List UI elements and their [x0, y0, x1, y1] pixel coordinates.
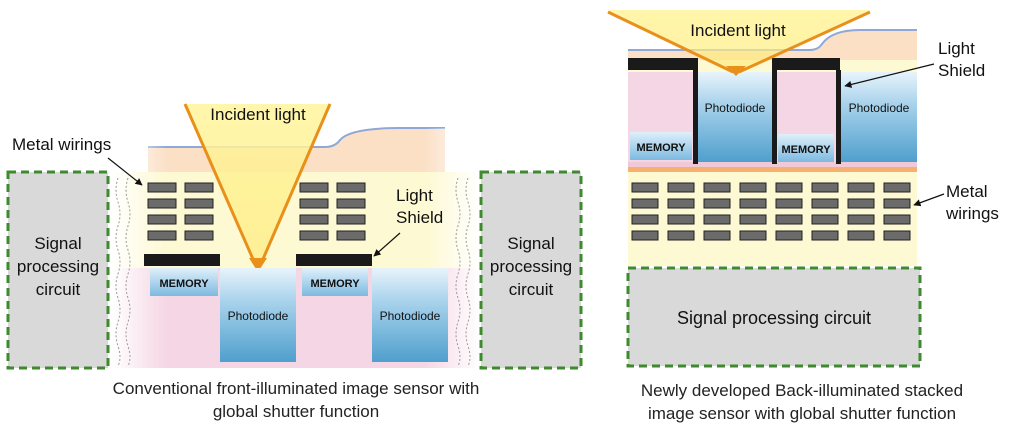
left-photodiode-2-label: Photodiode [380, 309, 441, 323]
right-photodiode-2-label: Photodiode [849, 101, 910, 115]
right-diagram: MEMORY MEMORY Photodiode Photodiode Sign… [607, 10, 999, 423]
right-light-arrowhead [726, 66, 746, 76]
left-signal-circuit-2-line2: processing [490, 257, 572, 276]
left-memory-2 [302, 268, 368, 296]
left-caption-line2: global shutter function [213, 402, 379, 421]
right-metal-wirings-pointer [913, 193, 945, 207]
right-light-shield-pointer [844, 63, 935, 88]
left-signal-circuit-2-line3: circuit [509, 280, 554, 299]
left-signal-circuit-2-line1: Signal [507, 234, 554, 253]
right-metal-wirings-label-line1: Metal [946, 182, 988, 201]
left-metal-wires-b [299, 182, 366, 241]
left-light-ray-right [258, 103, 332, 267]
left-photodiode-2 [372, 268, 448, 362]
left-metal-wirings-pointer [107, 157, 143, 186]
right-photodiode-1 [698, 72, 772, 162]
left-memory-2-label: MEMORY [310, 278, 360, 290]
right-lens-outline [628, 29, 917, 51]
right-memory-2-label: MEMORY [781, 144, 831, 156]
right-wavy-cut-2 [465, 177, 471, 367]
left-incident-light-label: Incident light [210, 105, 306, 124]
right-metal-wirings-label-line2: wirings [945, 204, 999, 223]
left-photodiode-1-label: Photodiode [228, 309, 289, 323]
left-light-ray-left [183, 103, 258, 267]
left-wavy-cut [115, 177, 121, 367]
right-photodiode-1-label: Photodiode [705, 101, 766, 115]
left-light-shield-2 [296, 254, 372, 266]
right-shield-wall-1 [693, 70, 698, 164]
right-light-ray-right [738, 10, 871, 74]
left-light-shield-1 [144, 254, 220, 266]
left-caption-line1: Conventional front-illuminated image sen… [113, 379, 480, 398]
left-metal-wires-a [147, 182, 214, 241]
left-diagram: MEMORY MEMORY Photodiode Photodiode Sign… [6, 103, 583, 421]
right-incident-light-label: Incident light [690, 21, 786, 40]
right-light-shield-2 [772, 58, 840, 70]
left-signal-circuit-1-line3: circuit [36, 280, 81, 299]
right-shield-wall-2 [772, 70, 777, 164]
left-signal-circuit-1-line2: processing [17, 257, 99, 276]
left-signal-circuit-box-2 [479, 170, 583, 370]
right-wavy-cut [455, 177, 461, 367]
left-light-shield-label-line2: Shield [396, 208, 443, 227]
right-caption-line1: Newly developed Back-illuminated stacked [641, 381, 963, 400]
right-memory-1-label: MEMORY [636, 142, 686, 154]
right-light-shield-label-line1: Light [938, 39, 975, 58]
right-pink-line [628, 162, 917, 167]
right-memory-2 [778, 134, 834, 162]
right-photodiode-2 [841, 72, 917, 162]
right-shield-wall-3 [836, 70, 841, 164]
left-wavy-cut-2 [125, 177, 131, 367]
right-light-shield-1 [628, 58, 698, 70]
left-light-arrowhead [249, 258, 267, 272]
right-metal-wires [631, 182, 911, 241]
left-light-shield-pointer [373, 232, 401, 257]
right-memory-1 [630, 132, 692, 160]
left-light-shield-label-line1: Light [396, 186, 433, 205]
left-photodiode-1 [220, 268, 296, 362]
right-incident-light-cone [608, 10, 870, 72]
left-metal-wirings-label: Metal wirings [12, 135, 111, 154]
right-caption-line2: image sensor with global shutter functio… [648, 404, 956, 423]
right-signal-circuit-label: Signal processing circuit [677, 308, 871, 328]
right-light-shield-label-line2: Shield [938, 61, 985, 80]
left-memory-1-label: MEMORY [159, 278, 209, 290]
right-bond-layer [628, 167, 917, 172]
left-incident-light-cone [185, 104, 330, 268]
left-memory-1 [150, 268, 218, 296]
left-signal-circuit-1-line1: Signal [34, 234, 81, 253]
right-signal-circuit-box [626, 266, 922, 368]
left-signal-circuit-box-1 [6, 170, 110, 370]
right-light-ray-left [607, 10, 734, 74]
